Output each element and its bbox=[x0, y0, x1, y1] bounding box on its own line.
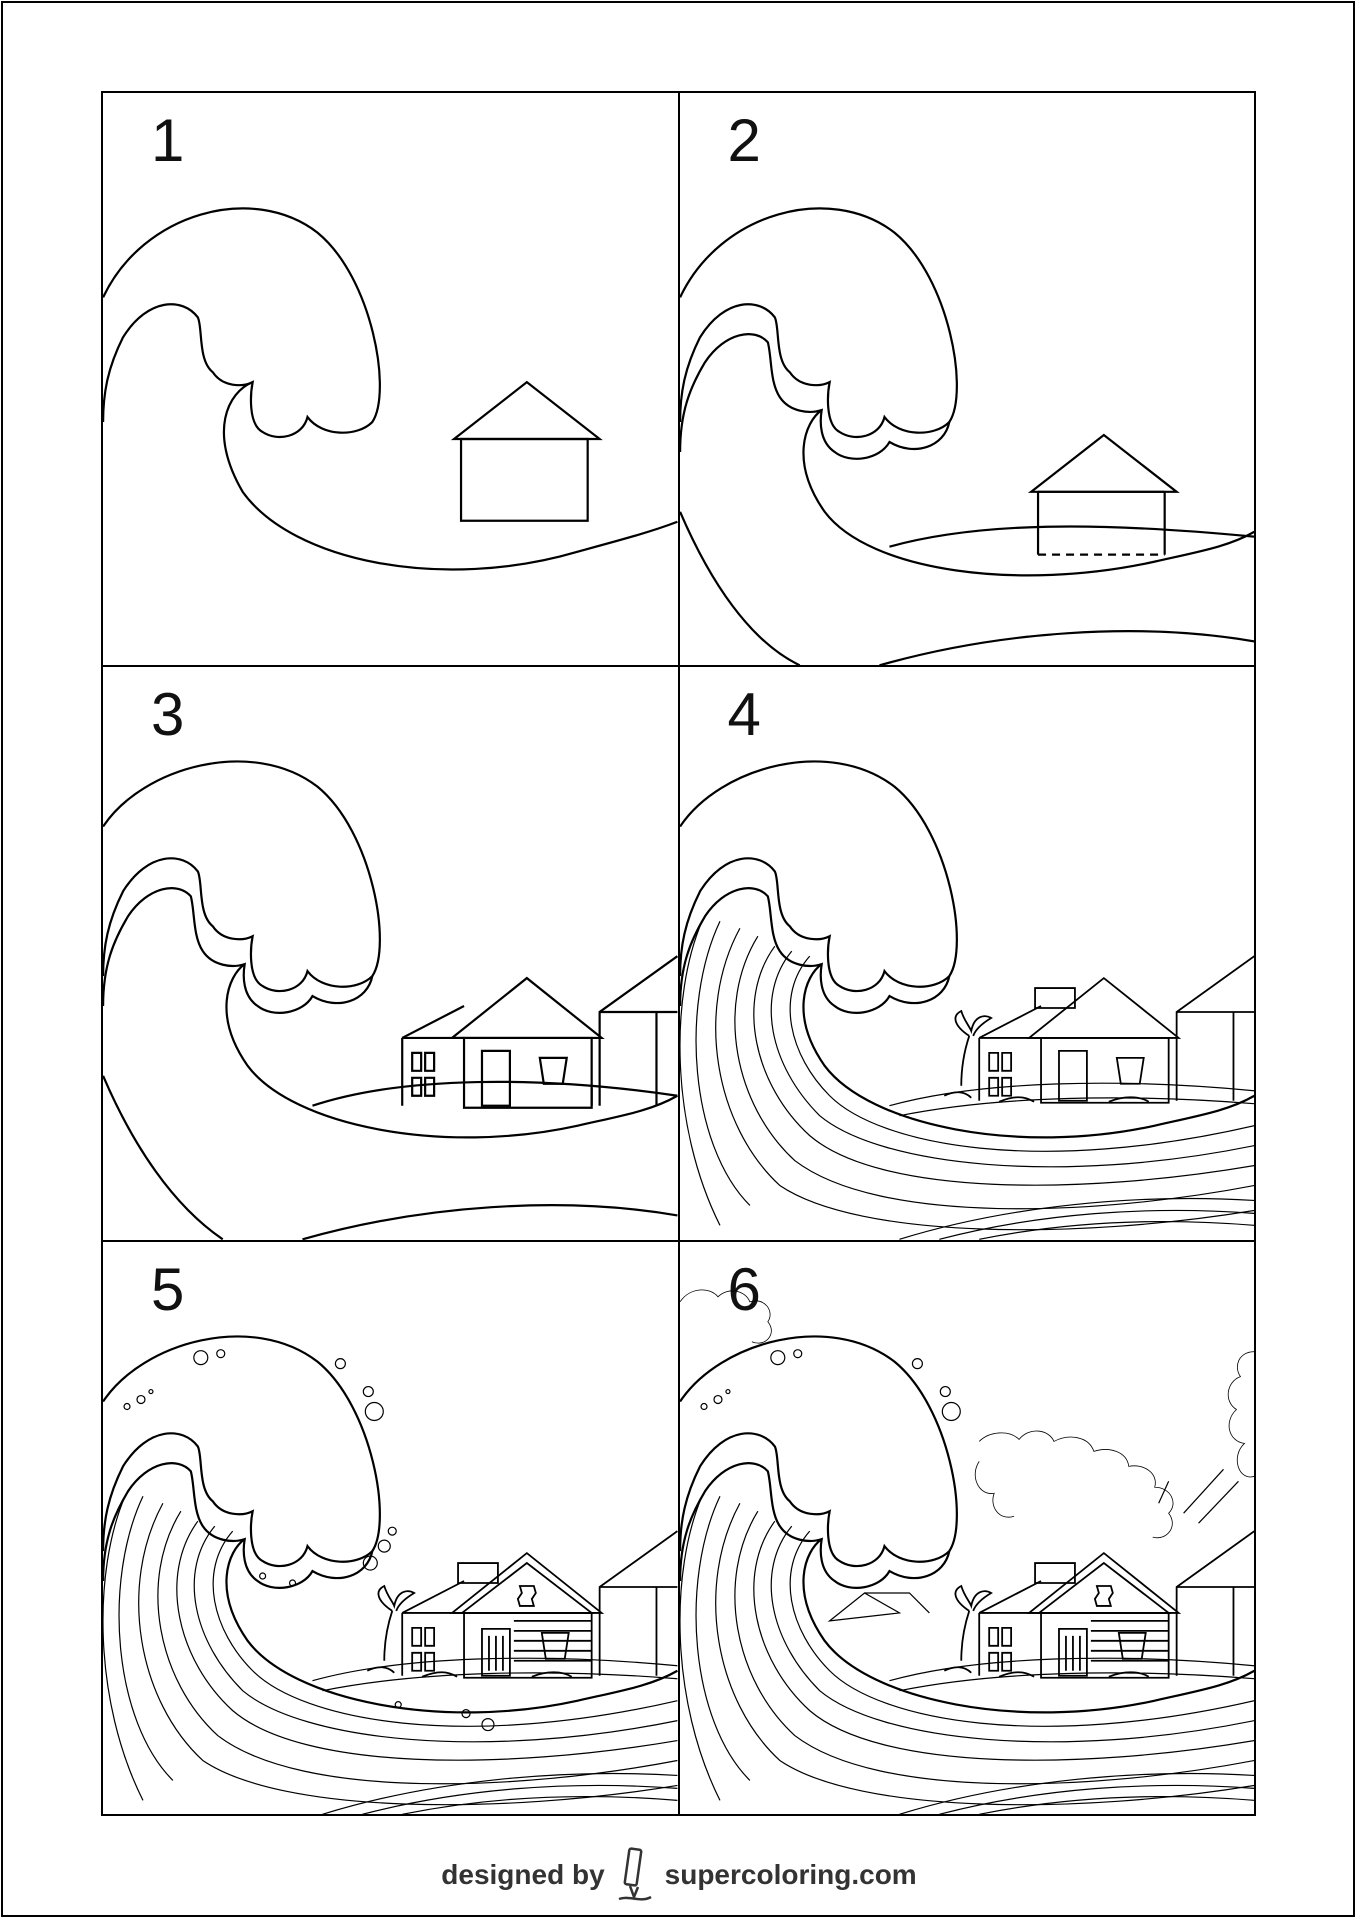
step-number: 4 bbox=[727, 681, 761, 749]
step-number: 6 bbox=[727, 1255, 761, 1323]
step-2-drawing bbox=[680, 93, 1255, 665]
step-5-drawing bbox=[103, 1242, 678, 1814]
step-3-drawing bbox=[103, 667, 678, 1239]
step-number: 1 bbox=[151, 107, 185, 174]
step-panel-5: 5 bbox=[102, 1240, 679, 1815]
step-panel-4: 4 bbox=[678, 666, 1255, 1241]
step-number: 2 bbox=[727, 107, 761, 174]
step-panel-3: 3 bbox=[102, 666, 679, 1241]
step-4-drawing bbox=[680, 667, 1255, 1239]
designed-by-label: designed by bbox=[441, 1859, 605, 1890]
steps-grid: 1 2 bbox=[101, 91, 1256, 1816]
site-name[interactable]: supercoloring.com bbox=[664, 1859, 917, 1890]
step-number: 5 bbox=[151, 1255, 185, 1323]
pencil-icon bbox=[615, 1845, 655, 1905]
step-panel-6: 6 bbox=[678, 1240, 1255, 1815]
step-6-drawing bbox=[680, 1242, 1255, 1814]
step-number: 3 bbox=[151, 681, 185, 749]
footer-credit: designed by supercoloring.com bbox=[0, 1845, 1358, 1905]
step-1-drawing bbox=[103, 93, 678, 665]
step-panel-2: 2 bbox=[678, 92, 1255, 667]
step-panel-1: 1 bbox=[102, 92, 679, 667]
